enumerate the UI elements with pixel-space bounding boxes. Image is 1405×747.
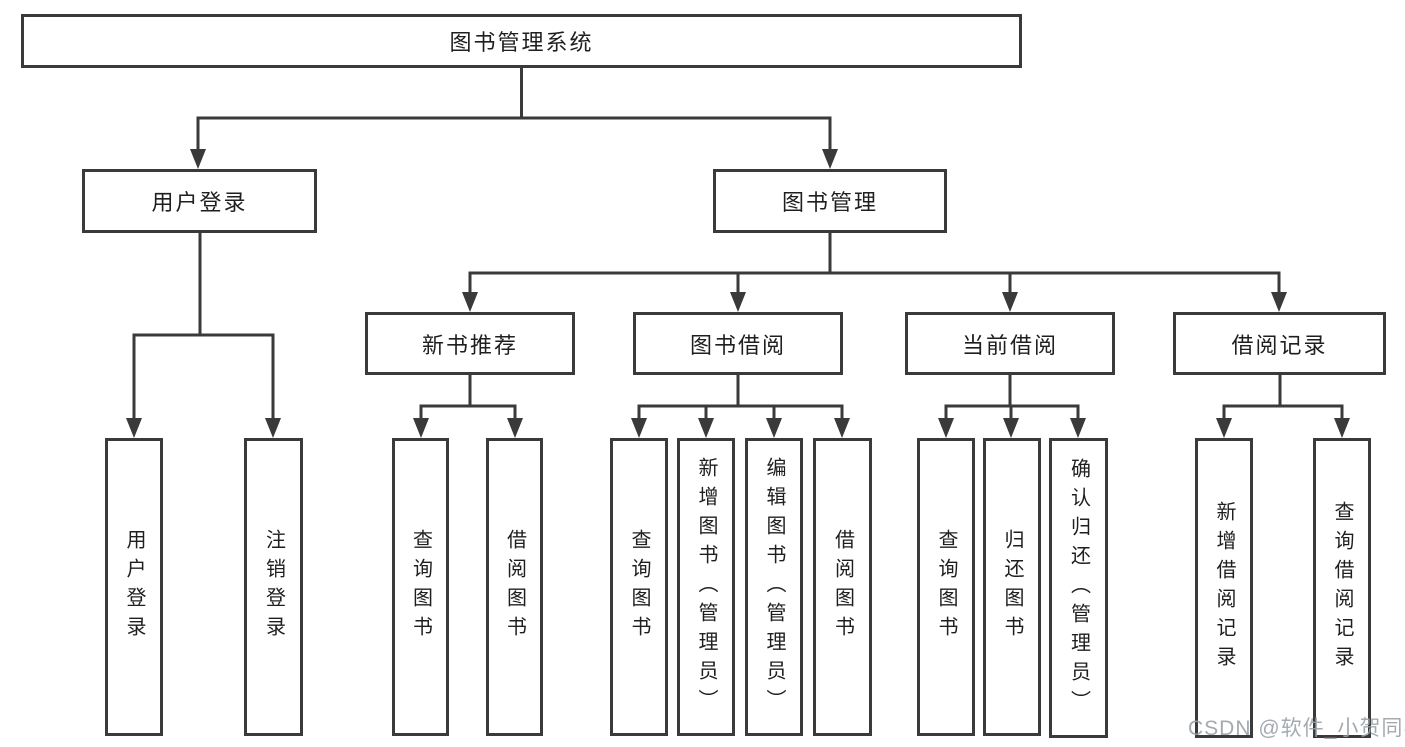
arrowhead	[1003, 418, 1019, 438]
arrowhead	[1271, 292, 1287, 312]
edge-currentborrow-to-leaves	[944, 375, 1080, 419]
node-leaf-nbr-borrow-label: 借阅图书	[503, 529, 526, 645]
node-new-book-rec: 新书推荐	[365, 312, 575, 375]
node-leaf-cb-confirm: 确认归还（管理员）	[1049, 438, 1108, 738]
node-leaf-logout: 注销登录	[244, 438, 303, 736]
node-leaf-cb-query: 查询图书	[917, 438, 975, 736]
node-book-management: 图书管理	[713, 169, 947, 233]
node-leaf-bb-borrow-label: 借阅图书	[831, 529, 854, 645]
node-leaf-bb-add-label: 新增图书（管理员）	[695, 456, 717, 718]
node-leaf-bb-borrow: 借阅图书	[813, 438, 872, 736]
arrowhead	[1334, 418, 1350, 438]
node-user-login: 用户登录	[82, 169, 317, 233]
node-leaf-bb-query: 查询图书	[610, 438, 668, 736]
node-leaf-logout-label: 注销登录	[262, 529, 285, 645]
node-leaf-bb-edit: 编辑图书（管理员）	[745, 438, 803, 736]
edge-newbookrec-to-leaves	[419, 375, 517, 419]
arrowhead	[822, 149, 838, 169]
arrowhead	[1070, 418, 1086, 438]
node-user-login-label: 用户登录	[151, 190, 248, 215]
edge-root-to-level2	[196, 68, 832, 150]
node-book-borrowing: 图书借阅	[633, 312, 843, 375]
node-root: 图书管理系统	[21, 14, 1022, 68]
node-leaf-cb-query-label: 查询图书	[935, 529, 957, 645]
node-book-borrowing-label: 图书借阅	[689, 332, 786, 358]
node-leaf-br-add: 新增借阅记录	[1195, 438, 1253, 738]
node-leaf-br-add-label: 新增借阅记录	[1213, 501, 1235, 675]
node-leaf-br-query-label: 查询借阅记录	[1331, 501, 1353, 675]
edge-bookborrow-to-leaves	[637, 375, 844, 419]
arrowhead	[462, 292, 478, 312]
arrowhead	[834, 418, 850, 438]
node-leaf-bb-query-label: 查询图书	[628, 529, 650, 645]
node-leaf-cb-return-label: 归还图书	[1001, 529, 1023, 645]
node-leaf-nbr-query-label: 查询图书	[409, 529, 432, 645]
node-leaf-nbr-borrow: 借阅图书	[486, 438, 543, 736]
edge-borrowrecords-to-leaves	[1222, 375, 1344, 419]
arrowhead	[698, 418, 714, 438]
arrowhead	[730, 292, 746, 312]
arrowhead	[190, 149, 206, 169]
node-leaf-br-query: 查询借阅记录	[1313, 438, 1371, 738]
arrowhead	[413, 418, 429, 438]
arrowhead	[1216, 418, 1232, 438]
watermark: CSDN @软件_小贺同学	[1188, 717, 1405, 740]
arrowhead	[1002, 292, 1018, 312]
edge-bookmgmt-to-level3	[468, 233, 1281, 293]
node-borrow-records: 借阅记录	[1173, 312, 1386, 375]
arrowhead	[766, 418, 782, 438]
node-current-borrowing: 当前借阅	[905, 312, 1115, 375]
node-leaf-user-login: 用户登录	[105, 438, 163, 736]
node-leaf-cb-return: 归还图书	[983, 438, 1041, 736]
arrowhead	[265, 418, 281, 438]
node-leaf-bb-edit-label: 编辑图书（管理员）	[763, 456, 785, 718]
arrowhead	[126, 418, 142, 438]
node-current-borrowing-label: 当前借阅	[961, 332, 1058, 358]
edge-userlogin-to-leaves	[132, 233, 275, 419]
node-leaf-user-login-label: 用户登录	[123, 529, 145, 645]
node-borrow-records-label: 借阅记录	[1231, 332, 1328, 358]
node-leaf-nbr-query: 查询图书	[392, 438, 449, 736]
node-new-book-rec-label: 新书推荐	[421, 332, 518, 358]
node-root-label: 图书管理系统	[449, 30, 594, 55]
node-leaf-cb-confirm-label: 确认归还（管理员）	[1067, 457, 1090, 719]
arrowhead	[631, 418, 647, 438]
arrowhead	[938, 418, 954, 438]
node-leaf-bb-add: 新增图书（管理员）	[677, 438, 735, 736]
node-book-management-label: 图书管理	[781, 190, 878, 215]
arrowhead	[507, 418, 523, 438]
